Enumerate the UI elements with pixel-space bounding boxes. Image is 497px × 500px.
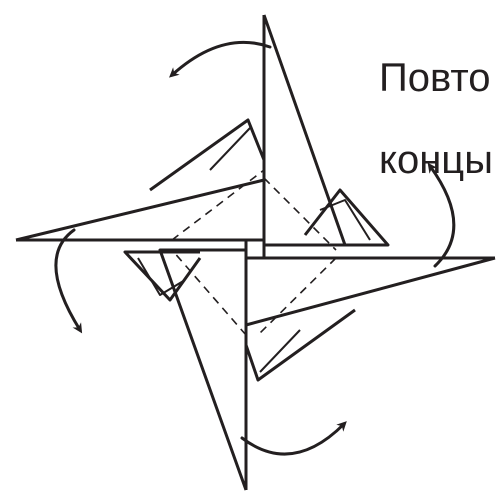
fold-line-se	[258, 258, 336, 335]
curved-arrow-icon	[56, 230, 80, 330]
caption-line-1: Повто	[379, 58, 490, 98]
lower-spike-outline	[160, 250, 246, 490]
left-spike	[16, 120, 264, 240]
curved-arrow-icon	[242, 424, 344, 454]
upper-spike-pleat-inner	[320, 200, 370, 240]
upper-spike-pleat	[305, 190, 388, 245]
caption-line-2: концы	[379, 140, 493, 180]
upper-spike-outline	[264, 15, 345, 245]
upper-spike	[264, 15, 388, 245]
lower-spike	[125, 250, 246, 490]
fold-line-nw	[172, 170, 264, 240]
curved-arrow-icon	[172, 42, 270, 75]
left-spike-outline	[16, 180, 264, 240]
fold-line-sw	[172, 250, 246, 335]
turn-arrows	[56, 42, 454, 454]
right-spike-outline	[246, 258, 495, 325]
right-spike	[246, 258, 495, 380]
